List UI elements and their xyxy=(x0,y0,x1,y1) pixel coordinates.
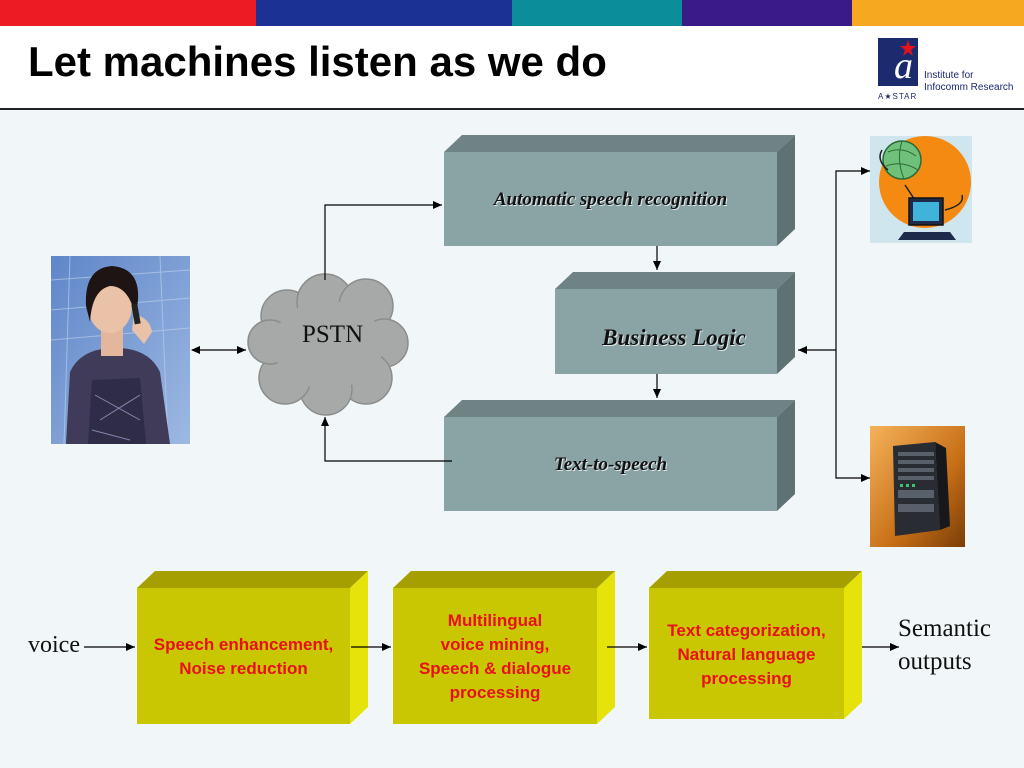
slide-title: Let machines listen as we do xyxy=(28,38,607,85)
asr-box xyxy=(444,135,795,246)
color-segment-purple xyxy=(682,0,852,26)
pstn-label: PSTN xyxy=(302,321,364,348)
header-color-bar xyxy=(0,0,1024,26)
pstn-cloud xyxy=(247,273,409,416)
slide-header: Let machines listen as we do a Institute… xyxy=(0,0,1024,110)
logo-mark: a xyxy=(894,45,913,87)
business-logic-label: Business Logic xyxy=(602,325,746,350)
color-segment-red xyxy=(0,0,256,26)
semantic-outputs-label: Semantic outputs xyxy=(898,615,992,675)
logo-astar-text: A★STAR xyxy=(878,92,918,101)
pstn-asr-connector xyxy=(324,201,442,280)
tts-label: Text-to-speech xyxy=(553,454,668,475)
text-categorization-box xyxy=(649,571,862,719)
asr-label: Automatic speech recognition xyxy=(493,189,728,210)
voice-mining-label: Multilingual voice mining, Speech & dial… xyxy=(418,611,572,702)
color-segment-orange xyxy=(852,0,1024,26)
voice-label: voice xyxy=(28,632,80,658)
tts-box xyxy=(444,400,795,511)
network-computer-clipart xyxy=(870,136,972,243)
speech-enhancement-label: Speech enhancement, Noise reduction xyxy=(153,635,334,678)
server-rack-clipart xyxy=(870,426,965,547)
institute-logo: a Institute for Infocomm Research A★STAR xyxy=(876,36,1021,106)
diagram-connectors xyxy=(191,167,870,482)
business-network-connector xyxy=(835,167,870,350)
business-logic-box xyxy=(555,272,795,374)
text-categorization-label: Text categorization, Natural language pr… xyxy=(667,621,826,688)
header-divider xyxy=(0,108,1024,110)
color-segment-blue xyxy=(256,0,512,26)
tts-pstn-connector xyxy=(321,417,452,462)
voice-mining-box xyxy=(393,571,615,724)
woman-on-phone-photo xyxy=(50,255,191,445)
logo-institute-name: Institute for Infocomm Research xyxy=(924,70,1014,93)
astar-logo-icon: a xyxy=(878,38,918,87)
color-segment-teal xyxy=(512,0,682,26)
business-server-connector xyxy=(835,350,870,482)
